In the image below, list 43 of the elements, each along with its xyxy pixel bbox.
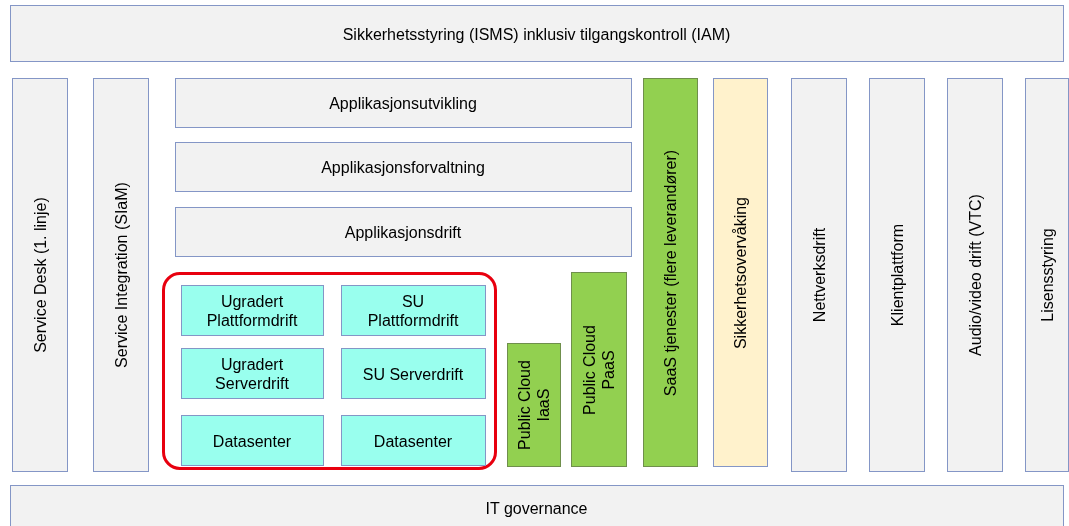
box-label: Nettverksdrift [809,226,828,325]
box-label: SU Plattformdrift [366,291,460,330]
function-box [791,78,847,472]
function-box [1025,78,1069,472]
function-box [175,78,632,128]
box-label: Klientplattform [887,222,906,329]
box-label: Datasenter [372,431,454,450]
box-label: Applikasjonsdrift [343,222,463,242]
service-box [181,348,324,399]
group-frame [162,272,497,470]
service-box [181,285,324,336]
box-label: Applikasjonsutvikling [328,93,478,113]
function-box [12,78,68,472]
function-box [947,78,1003,472]
box-label: SU Serverdrift [361,364,465,383]
service-box [341,285,486,336]
function-box [175,207,632,257]
box-label: Public Cloud PaaS [579,323,618,417]
service-box [341,415,486,466]
function-box [175,142,632,192]
service-box [181,415,324,466]
service-box [341,348,486,399]
box-label: Ugradert Serverdrift [214,354,290,393]
box-label: Service Desk (1. linje) [30,196,49,355]
box-label: Ugradert Plattformdrift [205,291,299,330]
function-box [643,78,698,467]
box-label: SaaS tjenester (flere leverandører) [660,148,680,398]
function-box [869,78,925,472]
function-box [507,343,561,467]
box-label: IT governance [484,498,589,517]
box-label: Service Integration (SIaM) [111,181,130,370]
box-label: Sikkerhetsovervåking [730,195,750,351]
box-label: Lisensstyring [1037,227,1056,324]
box-label: Public Cloud IaaS [514,360,553,450]
function-box [713,78,768,467]
function-box [93,78,149,472]
box-label: Audio/video drift (VTC) [965,193,984,358]
box-label: Applikasjonsforvaltning [320,157,486,177]
function-box [10,485,1064,526]
box-label: Datasenter [211,431,293,450]
box-label: Sikkerhetsstyring (ISMS) inklusiv tilgangskontroll (IAM) [341,24,732,43]
function-box [571,272,627,467]
function-box [10,5,1064,62]
